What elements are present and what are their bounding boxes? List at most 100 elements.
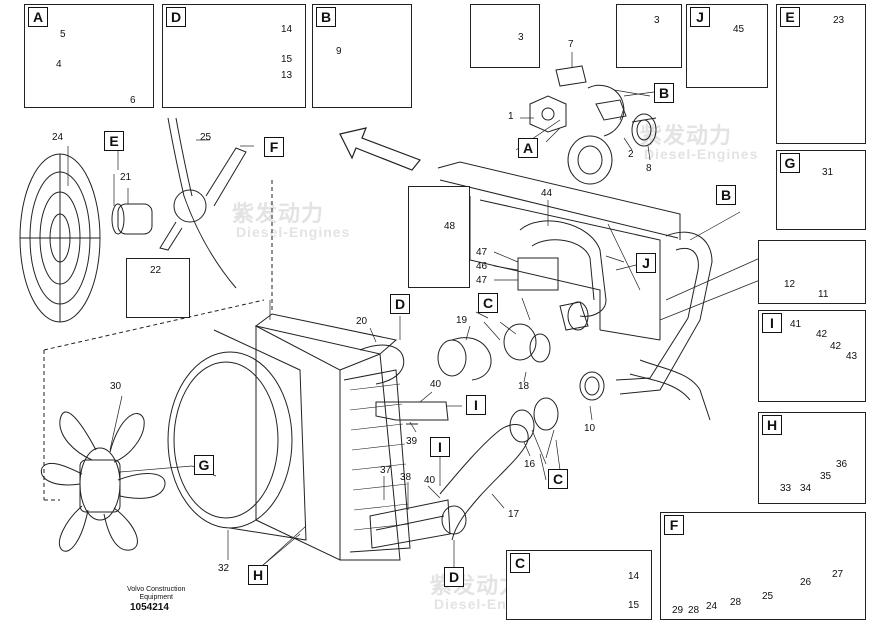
- watermark-cn: 紫发动力: [232, 201, 325, 226]
- callout-23: 23: [833, 15, 845, 26]
- callout-29: 29: [672, 605, 684, 616]
- hose-drawings: [359, 323, 559, 443]
- callout-3: 3: [518, 32, 524, 43]
- callout-7: 7: [568, 39, 574, 50]
- detail-panel-bolt-11: [758, 240, 866, 304]
- detail-panel-d: [162, 4, 306, 108]
- watermark-en: Diesel-Engines: [236, 224, 351, 240]
- callout-15: 15: [281, 54, 293, 65]
- callout-48: 48: [444, 221, 456, 232]
- callout-3b: 3: [654, 15, 660, 26]
- callout-40b: 40: [424, 475, 436, 486]
- callout-25: 25: [200, 132, 212, 143]
- callout-17: 17: [508, 509, 520, 520]
- callout-24: 24: [52, 132, 64, 143]
- fan-guard-drawing: [19, 153, 101, 323]
- callout-14b: 14: [628, 571, 640, 582]
- badge-a: A: [28, 7, 48, 27]
- callout-18: 18: [518, 381, 530, 392]
- callout-19: 19: [456, 315, 468, 326]
- footer-credit: Volvo Construction Equipment: [127, 586, 185, 602]
- callout-8: 8: [646, 163, 652, 174]
- engine-block-drawing: [437, 161, 711, 421]
- callout-6: 6: [130, 95, 136, 106]
- motor-bracket-drawing: [111, 117, 247, 289]
- document-number: 1054214: [130, 602, 169, 613]
- leader-lines: [67, 37, 761, 568]
- callout-11: 11: [818, 289, 829, 300]
- callout-32: 32: [218, 563, 230, 574]
- fan-ring-drawing: [167, 329, 307, 541]
- callout-33: 33: [780, 483, 792, 494]
- credit-line-2: Equipment: [139, 594, 173, 601]
- detail-panel-bolt-3: [470, 4, 540, 68]
- callout-5: 5: [60, 29, 66, 40]
- callout-47b: 47: [476, 275, 488, 286]
- callout-34: 34: [800, 483, 812, 494]
- callout-37: 37: [380, 465, 392, 476]
- badge-d-lower: D: [444, 567, 464, 587]
- callout-20: 20: [356, 316, 368, 327]
- badge-i-mid: I: [466, 395, 486, 415]
- callout-45: 45: [733, 24, 745, 35]
- bracket-drawings: [369, 401, 451, 549]
- long-hose-drawing: [579, 231, 713, 401]
- callout-27: 27: [832, 569, 844, 580]
- badge-a-hose: A: [518, 138, 538, 158]
- callout-9: 9: [336, 46, 342, 57]
- badge-f: F: [664, 515, 684, 535]
- callout-21: 21: [120, 172, 132, 183]
- direction-arrow: [339, 127, 421, 171]
- callout-4: 4: [56, 59, 62, 70]
- badge-g-mid: G: [194, 455, 214, 475]
- detail-panel-c: [506, 550, 652, 620]
- callout-36: 36: [836, 459, 848, 470]
- callout-43: 43: [846, 351, 858, 362]
- detail-panel-bolt-22: [126, 258, 190, 318]
- hose-17-drawing: [439, 424, 529, 541]
- badge-g: G: [780, 153, 800, 173]
- callout-2: 2: [628, 149, 634, 160]
- badge-i-lower: I: [430, 437, 450, 457]
- badge-d: D: [166, 7, 186, 27]
- turbo-drawing: [529, 65, 657, 185]
- callout-41: 41: [790, 319, 802, 330]
- badge-c: C: [510, 553, 530, 573]
- callout-30: 30: [110, 381, 122, 392]
- watermark-en: Diesel-Engines: [644, 146, 759, 162]
- intake-pipe-drawing: [517, 220, 607, 331]
- badge-i: I: [762, 313, 782, 333]
- badge-d-mid: D: [390, 294, 410, 314]
- badge-e-fan: E: [104, 131, 124, 151]
- badge-h: H: [762, 415, 782, 435]
- callout-13: 13: [281, 70, 293, 81]
- badge-b-pipe: B: [716, 185, 736, 205]
- badge-h-lower: H: [248, 565, 268, 585]
- callout-10: 10: [584, 423, 596, 434]
- callout-35: 35: [820, 471, 832, 482]
- badge-j: J: [690, 7, 710, 27]
- callout-38: 38: [400, 472, 412, 483]
- callout-28: 28: [688, 605, 700, 616]
- callout-42b: 42: [830, 341, 842, 352]
- badge-c-lower: C: [548, 469, 568, 489]
- detail-panel-f: [660, 512, 866, 620]
- callout-22: 22: [150, 265, 162, 276]
- callout-16: 16: [524, 459, 536, 470]
- callout-31: 31: [822, 167, 834, 178]
- badge-j-mid: J: [636, 253, 656, 273]
- badge-b-hose: B: [654, 83, 674, 103]
- detail-panel-i: [758, 310, 866, 402]
- detail-panel-e: [776, 4, 866, 144]
- callout-42: 42: [816, 329, 828, 340]
- callout-26: 26: [800, 577, 812, 588]
- callout-15b: 15: [628, 600, 640, 611]
- credit-line-1: Volvo Construction: [127, 586, 186, 593]
- badge-c-mid: C: [478, 293, 498, 313]
- callout-12: 12: [784, 279, 796, 290]
- fan-drawing: [40, 411, 166, 552]
- callout-40: 40: [430, 379, 442, 390]
- detail-panel-bolt-3b: [616, 4, 682, 68]
- callout-46: 46: [476, 261, 488, 272]
